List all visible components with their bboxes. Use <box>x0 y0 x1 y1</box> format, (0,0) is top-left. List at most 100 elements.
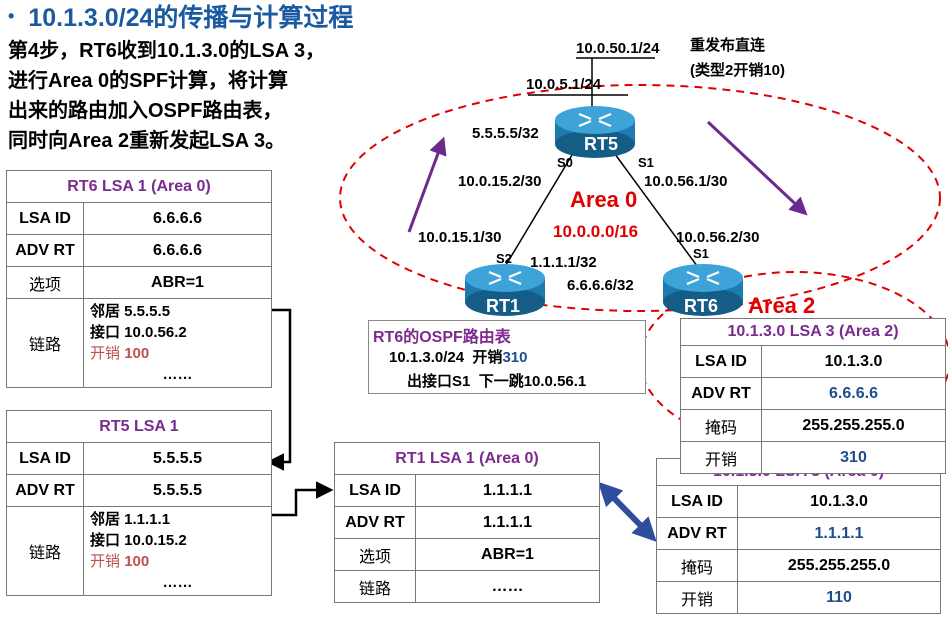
table-header: RT5 LSA 1 <box>6 410 272 443</box>
adv-rt-key: ADV RT <box>656 517 738 550</box>
table-header: 10.1.3.0 LSA 3 (Area 2) <box>680 318 946 346</box>
table-header: RT1 LSA 1 (Area 0) <box>334 442 600 475</box>
mask-value: 255.255.255.0 <box>761 409 946 442</box>
mask-key: 掩码 <box>656 549 738 582</box>
rt6-loopback-label: 6.6.6.6/32 <box>567 277 634 294</box>
title-text: 10.1.3.0/24的传播与计算过程 <box>28 4 354 32</box>
link-more: …… <box>162 366 193 383</box>
link-cost-value: 100 <box>124 553 150 570</box>
link-detail: 邻居 1.1.1.1 接口 10.0.15.2 开销 100 …… <box>83 506 272 596</box>
router-rt1-label: RT1 <box>486 296 521 316</box>
adv-rt-key: ADV RT <box>334 506 416 539</box>
link-neighbor: 邻居 1.1.1.1 <box>90 511 171 528</box>
router-rt5-label: RT5 <box>584 134 619 154</box>
flow-arrow-down <box>706 120 808 216</box>
link-key: 链路 <box>6 506 84 596</box>
description-line: 第4步，RT6收到10.1.3.0的LSA 3， <box>8 40 326 62</box>
route-cost-value: 310 <box>502 349 528 366</box>
link-cost: 开销 100 <box>90 343 265 364</box>
link-neighbor: 邻居 5.5.5.5 <box>90 303 171 320</box>
route-prefix: 10.1.3.0/24 <box>389 349 465 366</box>
rt5-loopback-label: 5.5.5.5/32 <box>472 125 539 142</box>
option-key: 选项 <box>334 538 416 571</box>
option-key: 选项 <box>6 266 84 299</box>
routing-table-title: RT6的OSPF路由表 <box>373 329 511 346</box>
lsa-id-value: 10.1.3.0 <box>761 345 946 378</box>
lsa-id-key: LSA ID <box>6 442 84 475</box>
page-title: • 10.1.3.0/24的传播与计算过程 <box>8 0 353 34</box>
link-rt5-rt1 <box>502 149 576 271</box>
rt1-s2-ip-label: 10.0.15.1/30 <box>418 229 502 246</box>
link-detail: 邻居 5.5.5.5 接口 10.0.56.2 开销 100 …… <box>83 298 272 388</box>
router-rt1-icon <box>465 264 545 316</box>
rt6-routing-table: RT6的OSPF路由表 10.1.3.0/24 开销310 出接口S1 下一跳1… <box>368 320 646 394</box>
adv-rt-value: 6.6.6.6 <box>83 234 272 267</box>
adv-rt-key: ADV RT <box>6 234 84 267</box>
link-key: 链路 <box>334 570 416 603</box>
adv-rt-value: 1.1.1.1 <box>415 506 600 539</box>
link-more: …… <box>415 570 600 603</box>
table-header: RT6 LSA 1 (Area 0) <box>6 170 272 203</box>
routing-table-nexthop: 出接口S1 下一跳10.0.56.1 <box>407 370 586 391</box>
option-value: ABR=1 <box>415 538 600 571</box>
area2-label: Area 2 <box>748 293 816 318</box>
link-key: 链路 <box>6 298 84 388</box>
rt5-s1-ip-label: 10.0.56.1/30 <box>644 173 728 190</box>
redistribute-cost-note: (类型2开销10) <box>690 62 786 79</box>
route-outif: 出接口S1 <box>407 373 471 390</box>
link-interface: 接口 10.0.56.2 <box>90 324 187 341</box>
description-line: 同时向Area 2重新发起LSA 3。 <box>8 130 286 152</box>
lsa-id-value: 6.6.6.6 <box>83 202 272 235</box>
lsa-id-key: LSA ID <box>656 485 738 518</box>
flow-arrow-up <box>407 136 447 233</box>
bullet-icon: • <box>8 6 15 26</box>
adv-rt-value: 6.6.6.6 <box>761 377 946 410</box>
link-cost-value: 100 <box>124 345 150 362</box>
link-cost: 开销 100 <box>90 551 265 572</box>
cost-key: 开销 <box>656 581 738 614</box>
description-line: 进行Area 0的SPF计算，将计算 <box>8 70 289 92</box>
rt6-s1-ip-label: 10.0.56.2/30 <box>676 229 760 246</box>
redistribute-note: 重发布直连 <box>690 37 766 54</box>
double-arrow <box>597 481 657 542</box>
adv-rt-value: 5.5.5.5 <box>83 474 272 507</box>
option-value: ABR=1 <box>83 266 272 299</box>
step-description: 第4步，RT6收到10.1.3.0的LSA 3， 进行Area 0的SPF计算，… <box>8 36 398 156</box>
lsa-id-key: LSA ID <box>334 474 416 507</box>
description-line: 出来的路由加入OSPF路由表， <box>8 100 283 122</box>
lsa-id-key: LSA ID <box>680 345 762 378</box>
mask-value: 255.255.255.0 <box>737 549 941 582</box>
rt5-s0-ip-label: 10.0.15.2/30 <box>458 173 542 190</box>
link-cost-label: 开销 <box>90 553 121 570</box>
net-mid-label: 10.0.5.1/24 <box>526 76 602 93</box>
routing-table-route: 10.1.3.0/24 开销310 <box>389 346 527 367</box>
rt5-s0-port-label: S0 <box>557 155 573 170</box>
link-rt5-rt6 <box>611 149 701 271</box>
area0-network-label: 10.0.0.0/16 <box>553 222 639 241</box>
link-more: …… <box>162 574 193 591</box>
adv-rt-key: ADV RT <box>6 474 84 507</box>
rt1-s2-port-label: S2 <box>496 251 512 266</box>
lsa-id-key: LSA ID <box>6 202 84 235</box>
area0-boundary <box>339 84 941 312</box>
adv-rt-value: 1.1.1.1 <box>737 517 941 550</box>
route-nexthop: 下一跳10.0.56.1 <box>478 373 587 390</box>
lsa-id-value: 10.1.3.0 <box>737 485 941 518</box>
route-cost-label: 开销 <box>472 349 503 366</box>
lsa-id-value: 1.1.1.1 <box>415 474 600 507</box>
net-top-label: 10.0.50.1/24 <box>576 40 660 57</box>
cost-key: 开销 <box>680 441 762 474</box>
rt1-loopback-label: 1.1.1.1/32 <box>530 254 597 271</box>
cost-value: 310 <box>761 441 946 474</box>
cost-value: 110 <box>737 581 941 614</box>
lsa-id-value: 5.5.5.5 <box>83 442 272 475</box>
adv-rt-key: ADV RT <box>680 377 762 410</box>
router-rt5-icon <box>555 106 635 158</box>
link-interface: 接口 10.0.15.2 <box>90 532 187 549</box>
mask-key: 掩码 <box>680 409 762 442</box>
